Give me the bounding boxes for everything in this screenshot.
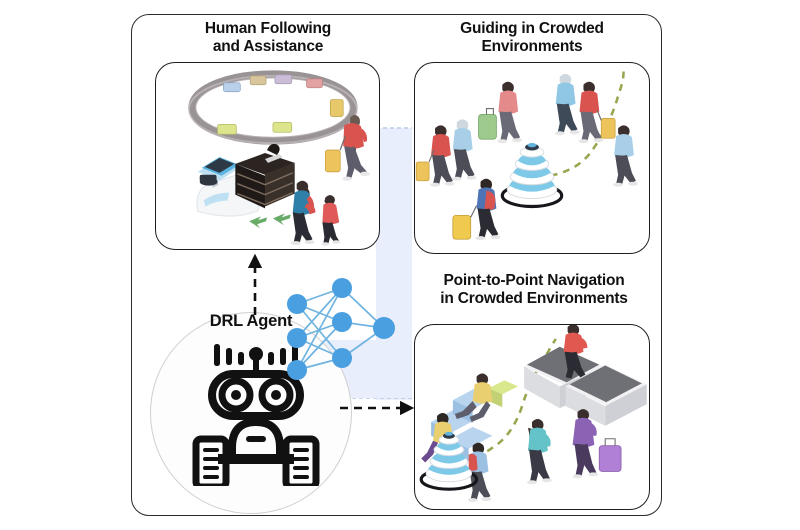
luggage-items: [217, 74, 344, 135]
title-line-1: Guiding in Crowded: [460, 20, 604, 37]
pedestrian-right-pair: [554, 73, 616, 144]
walking-man-with-suitcase: [324, 114, 370, 181]
pedestrian-with-green-suitcase: [478, 81, 523, 144]
panel-title-point-to-point: Point-to-Point Navigation in Crowded Env…: [414, 272, 654, 308]
panel-human-following: [155, 62, 380, 250]
figure-outer-frame: [131, 14, 662, 516]
title-line-1: Human Following: [204, 20, 332, 37]
neural-network-icon: [280, 276, 400, 394]
panel-title-guiding: Guiding in Crowded Environments: [418, 20, 646, 56]
woman-with-child: [290, 180, 341, 246]
pedestrian-left-pair: [415, 119, 477, 187]
baggage-carousel: [187, 70, 359, 145]
seated-travelers: [421, 373, 493, 465]
baggage-claim-scene: [187, 70, 370, 246]
panel-guiding-crowded: [414, 62, 650, 254]
staff-with-case: [572, 409, 622, 479]
pedestrian-with-backpack: [452, 178, 501, 241]
pedestrian-far-right: [613, 125, 638, 187]
tiered-navigation-robot: [419, 431, 479, 491]
service-robot-with-monitor: [196, 143, 295, 217]
title-line-2: and Assistance: [212, 38, 324, 55]
follow-direction-arrows: [249, 213, 291, 229]
title-line-1: Point-to-Point Navigation: [443, 272, 625, 289]
title-line-2: Environments: [481, 38, 583, 55]
robot-cart: [235, 143, 295, 209]
terminal-seating-scene: [419, 325, 647, 503]
check-in-counters: [524, 346, 647, 426]
crowded-terminal-scene: [415, 66, 638, 241]
walking-traveler-backpack: [467, 442, 492, 503]
standing-woman-red: [563, 325, 588, 379]
panel-point-to-point: [414, 324, 650, 510]
drl-agent-label: DRL Agent: [209, 312, 293, 330]
panel-title-following: Human Following and Assistance: [160, 20, 376, 56]
title-line-2: in Crowded Environments: [440, 290, 628, 307]
tiered-guide-robot: [500, 142, 564, 209]
standing-woman-teal: [527, 418, 552, 485]
